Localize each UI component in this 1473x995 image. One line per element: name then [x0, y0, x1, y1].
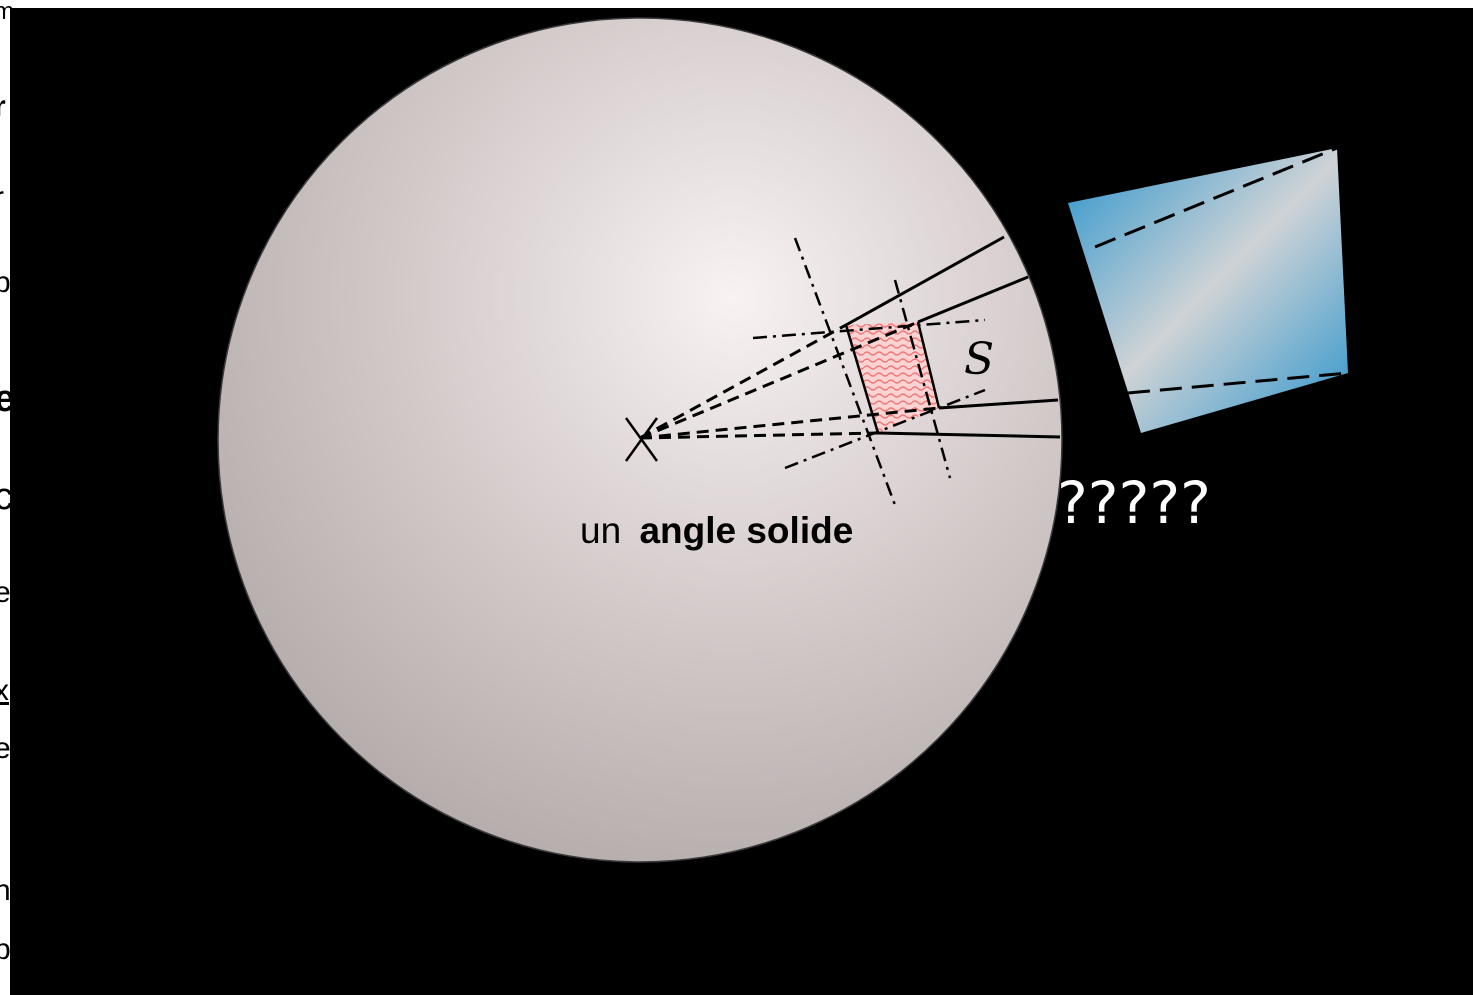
background-text-fragment: e: [0, 732, 11, 765]
surface-label: S: [964, 334, 994, 385]
background-text-fragment: r: [0, 92, 6, 122]
background-text-fragment: e: [0, 576, 11, 609]
background-text-fragment: p: [0, 933, 11, 966]
solid-angle-caption: un angle solide: [580, 510, 853, 551]
background-text-fragment: x: [0, 674, 9, 707]
background-text-fragment: r: [0, 183, 4, 213]
surface-patch-s: [846, 322, 939, 433]
background-text-fragment: n: [0, 874, 11, 907]
caption-bold: angle solide: [639, 510, 853, 551]
background-text-fragment: p: [0, 266, 11, 299]
projected-surface: [1068, 148, 1348, 433]
construction-lines: [624, 146, 1349, 506]
background-text-fragment: c: [0, 476, 13, 518]
unknown-label: ?????: [1057, 469, 1211, 537]
caption-prefix: un: [580, 510, 621, 551]
